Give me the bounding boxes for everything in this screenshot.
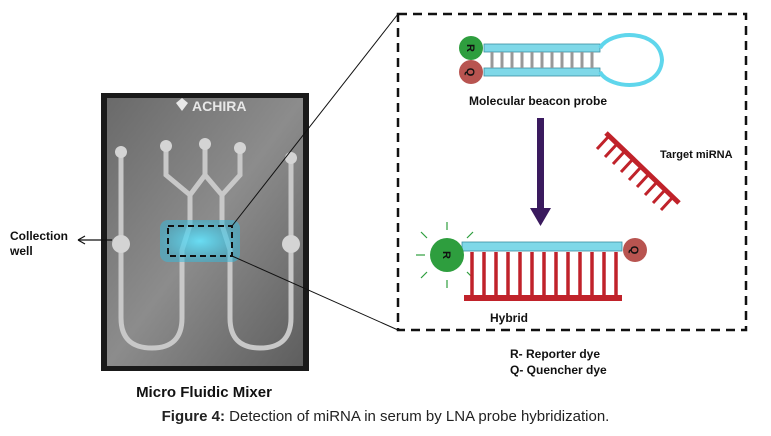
- zoom-connector-top: [231, 13, 399, 227]
- target-mirna: Target miRNA: [595, 131, 733, 212]
- legend-reporter: R- Reporter dye: [510, 347, 600, 361]
- caption-text: Detection of miRNA in serum by LNA probe…: [224, 408, 610, 425]
- collection-well-callout: Collection well: [9, 229, 112, 258]
- beacon-rungs: [490, 52, 594, 68]
- molecular-beacon: R Q Molecular beacon probe: [459, 33, 665, 108]
- hybrid-label: Hybrid: [490, 311, 528, 325]
- mixing-zone-highlight: [160, 220, 240, 262]
- chip-title: Micro Fluidic Mixer: [136, 384, 272, 401]
- target-backbone: [604, 131, 681, 205]
- collection-label-line1: Collection: [10, 229, 68, 243]
- beacon-stem-bottom: [483, 67, 601, 77]
- hybrid-reporter-letter: R: [440, 251, 452, 259]
- hybrid-probe-strand: [461, 241, 623, 252]
- hybrid-bases: [470, 252, 618, 296]
- collection-well-left: [112, 235, 130, 253]
- collection-well-right: [282, 235, 300, 253]
- legend-quencher: Q- Quencher dye: [510, 363, 607, 377]
- collection-label-line2: well: [9, 244, 33, 258]
- zoom-region-box: [167, 225, 233, 257]
- beacon-loop: [598, 33, 665, 87]
- reporter-dye-fluorescing-icon: [430, 238, 464, 272]
- microfluidic-chip: ACHIRA: [101, 93, 309, 371]
- zoom-connector-bottom: [231, 255, 399, 331]
- figure-number: Figure 4:: [161, 408, 225, 425]
- chip-channels: [118, 143, 294, 351]
- hybrid-target-strand: [464, 295, 622, 301]
- achira-logo: ACHIRA: [176, 98, 246, 114]
- reporter-letter: R: [464, 44, 476, 52]
- target-bases: [595, 134, 675, 212]
- beacon-stem-top: [483, 43, 601, 53]
- target-label: Target miRNA: [660, 149, 733, 161]
- hybrid: R Q Hybrid: [416, 222, 647, 325]
- hybrid-quencher-letter: Q: [628, 246, 640, 255]
- arrow-down-icon: [530, 208, 551, 226]
- drop-logo-icon: [176, 98, 188, 111]
- quencher-dye-icon: [459, 60, 483, 84]
- figure-caption: Figure 4: Detection of miRNA in serum by…: [0, 408, 771, 425]
- collection-arrowhead-icon: [77, 235, 86, 245]
- beacon-label: Molecular beacon probe: [469, 94, 607, 108]
- arrow-shaft: [537, 118, 544, 210]
- quencher-letter: Q: [464, 68, 476, 77]
- hybrid-quencher-icon: [623, 238, 647, 262]
- reaction-arrow: [530, 118, 551, 226]
- brand-text: ACHIRA: [192, 98, 246, 114]
- reporter-dye-icon: [459, 36, 483, 60]
